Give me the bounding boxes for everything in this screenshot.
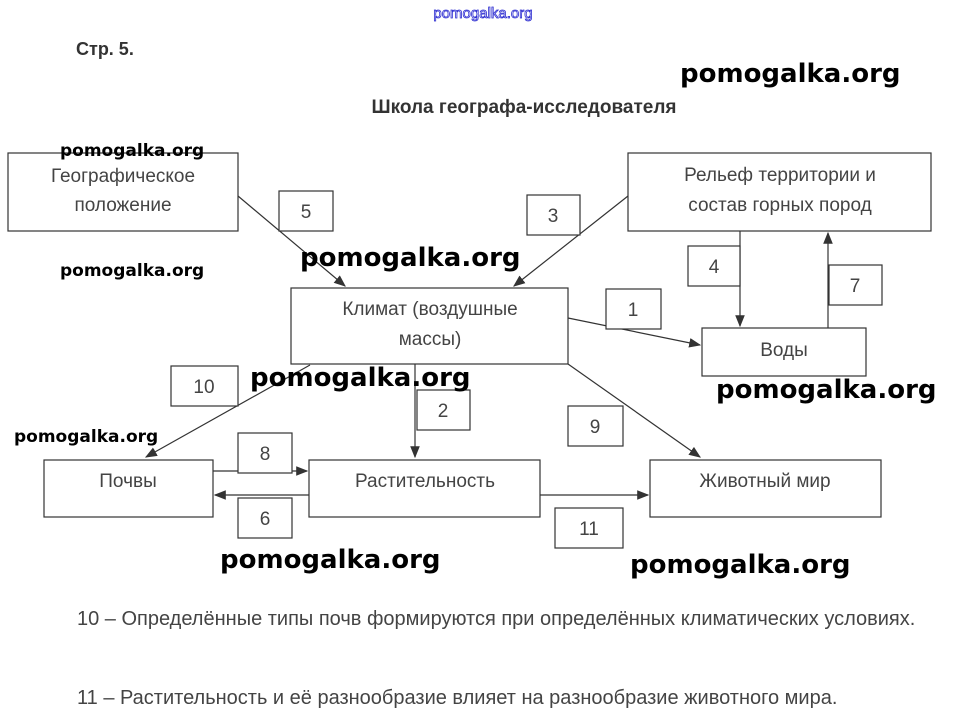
svg-text:pomogalka.org: pomogalka.org (60, 261, 204, 281)
svg-text:11: 11 (579, 519, 599, 540)
svg-text:6: 6 (260, 509, 271, 530)
svg-text:Животный мир: Животный мир (699, 471, 830, 492)
arrow-geo-climate (237, 195, 346, 287)
node-water: Воды (701, 327, 867, 377)
svg-text:массы): массы) (399, 329, 462, 350)
node-animals: Животный мир (649, 459, 882, 518)
link-label-9: 9 (567, 405, 624, 447)
link-label-3: 3 (526, 194, 581, 236)
diagram-title: Школа географа-исследователя (372, 97, 677, 118)
svg-text:pomogalka.org: pomogalka.org (300, 243, 521, 273)
arrow-climate-water (567, 317, 702, 348)
svg-text:положение: положение (74, 195, 171, 216)
svg-text:7: 7 (850, 276, 861, 297)
svg-text:pomogalka.org: pomogalka.org (60, 141, 204, 161)
svg-text:pomogalka.org: pomogalka.org (716, 375, 937, 405)
svg-text:pomogalka.org: pomogalka.org (220, 545, 441, 575)
svg-text:Климат (воздушные: Климат (воздушные (342, 299, 517, 320)
watermark-top: pomogalka.org (433, 5, 532, 22)
watermarks: pomogalka.org pomogalka.org pomogalka.or… (14, 59, 937, 580)
arrow-climate-soils (144, 364, 311, 458)
svg-text:3: 3 (548, 206, 559, 227)
svg-text:Растительность: Растительность (355, 471, 495, 492)
arrows (144, 195, 833, 500)
link-label-2: 2 (416, 389, 471, 431)
svg-text:pomogalka.org: pomogalka.org (14, 427, 158, 447)
svg-text:Рельеф территории и: Рельеф территории и (684, 165, 876, 186)
arrow-relief-climate (513, 195, 629, 287)
link-label-6: 6 (237, 497, 293, 539)
note-10: 10 – Определённые типы почв формируются … (77, 608, 916, 630)
link-label-5: 5 (278, 190, 334, 232)
note-11: 11 – Растительность и её разнообразие вл… (77, 687, 838, 709)
svg-text:2: 2 (438, 401, 449, 422)
node-climate: Климат (воздушные массы) (290, 287, 569, 365)
node-geo: Географическое положение (7, 152, 239, 232)
node-soils: Почвы (43, 459, 214, 518)
svg-text:10: 10 (193, 377, 214, 398)
svg-text:8: 8 (260, 444, 271, 465)
svg-text:pomogalka.org: pomogalka.org (680, 59, 901, 89)
svg-text:состав горных пород: состав горных пород (688, 195, 871, 216)
arrow-climate-animals (567, 363, 701, 458)
svg-text:Почвы: Почвы (99, 471, 156, 492)
link-label-4: 4 (687, 245, 741, 287)
svg-text:9: 9 (590, 417, 601, 438)
link-label-11: 11 (554, 507, 624, 549)
svg-text:Воды: Воды (760, 340, 808, 361)
node-relief: Рельеф территории и состав горных пород (627, 152, 932, 232)
node-vegetation: Растительность (308, 459, 541, 518)
link-label-7: 7 (828, 264, 883, 306)
link-label-1: 1 (605, 288, 662, 330)
svg-text:pomogalka.org: pomogalka.org (630, 550, 851, 580)
svg-text:5: 5 (301, 202, 312, 223)
link-label-8: 8 (237, 432, 293, 474)
svg-text:Географическое: Географическое (51, 166, 195, 187)
svg-text:4: 4 (709, 257, 720, 278)
svg-text:pomogalka.org: pomogalka.org (250, 363, 471, 393)
link-label-10: 10 (170, 365, 239, 407)
svg-text:1: 1 (628, 300, 639, 321)
page-label: Стр. 5. (76, 39, 134, 59)
